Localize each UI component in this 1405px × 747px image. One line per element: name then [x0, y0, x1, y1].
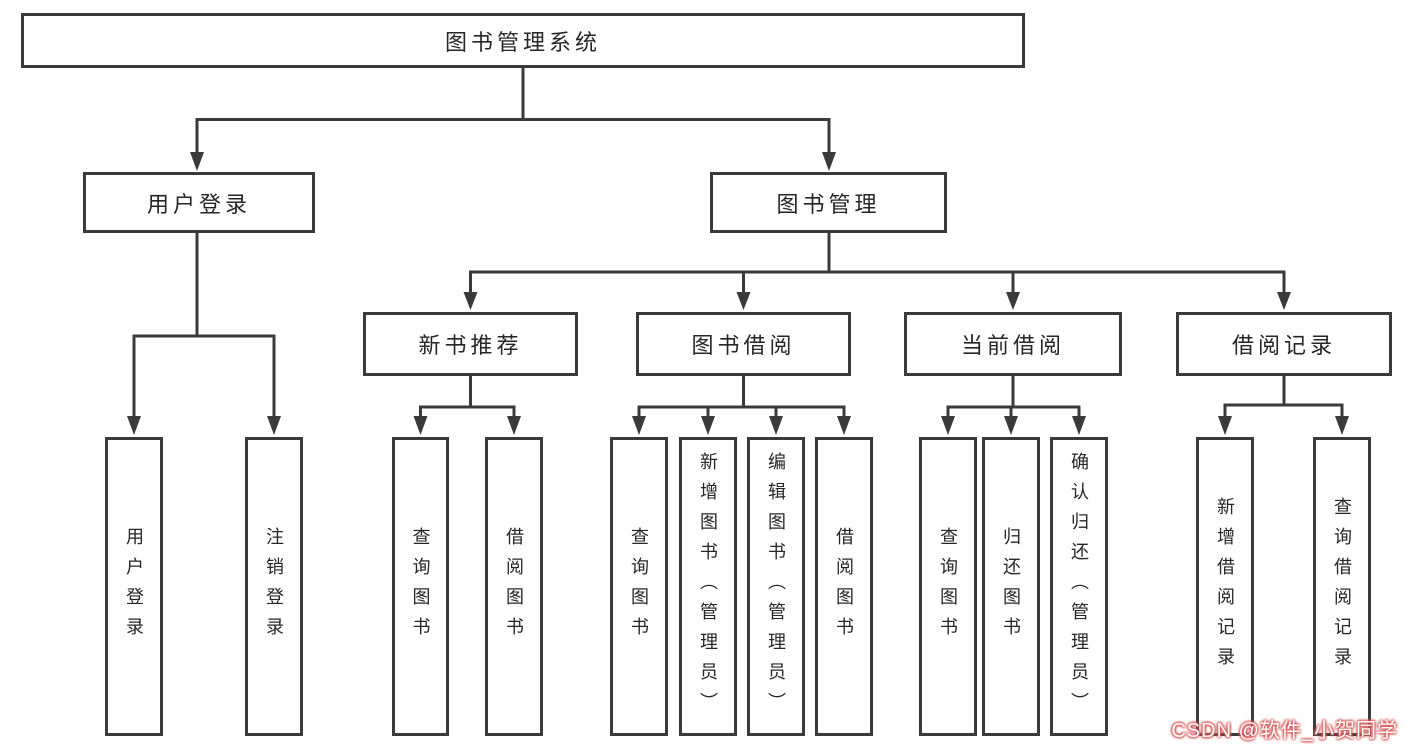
arrowhead-icon [1004, 416, 1018, 435]
node-leaf-query-book-2-label: 查询图书 [629, 526, 649, 647]
node-leaf-borrow-book-1: 借阅图书 [485, 437, 543, 736]
node-leaf-query-borrow-record-label: 查询借阅记录 [1332, 496, 1352, 677]
connector-current-borrow-group [941, 376, 1086, 435]
node-new-book-rec: 新书推荐 [363, 312, 578, 376]
arrowhead-icon [941, 416, 955, 435]
arrowhead-icon [1072, 416, 1086, 435]
node-leaf-edit-book: 编辑图书（管理员） [747, 437, 805, 736]
connector-book-mgmt-to-level3 [463, 233, 1291, 310]
arrowhead-icon [1218, 416, 1232, 435]
node-leaf-add-book-label: 新增图书（管理员） [698, 451, 718, 722]
arrowhead-icon [413, 416, 428, 435]
arrowhead-icon [507, 416, 521, 435]
node-leaf-borrow-book-1-label: 借阅图书 [504, 526, 524, 647]
node-current-borrow-label: 当前借阅 [960, 333, 1065, 358]
node-current-borrow: 当前借阅 [904, 312, 1122, 376]
node-leaf-add-borrow-record: 新增借阅记录 [1196, 437, 1254, 736]
arrowhead-icon [267, 416, 281, 435]
node-root: 图书管理系统 [21, 13, 1025, 68]
node-leaf-query-book-1: 查询图书 [392, 437, 449, 736]
arrowhead-icon [190, 152, 204, 171]
node-leaf-query-book-3: 查询图书 [919, 437, 977, 736]
arrowhead-icon [837, 416, 851, 435]
node-leaf-query-borrow-record: 查询借阅记录 [1313, 437, 1371, 736]
node-leaf-query-book-1-label: 查询图书 [410, 526, 431, 647]
node-new-book-rec-label: 新书推荐 [418, 333, 523, 358]
connector-book-borrow-group [632, 376, 851, 435]
connector-root-to-level2 [190, 68, 836, 171]
arrowhead-icon [736, 292, 751, 310]
node-book-borrow: 图书借阅 [636, 312, 851, 376]
node-leaf-logout-label: 注销登录 [264, 526, 284, 647]
node-leaf-confirm-return-label: 确认归还（管理员） [1069, 451, 1089, 722]
arrowhead-icon [769, 416, 783, 435]
node-leaf-user-login-label: 用户登录 [124, 526, 144, 647]
connector-borrow-records-group [1218, 376, 1349, 435]
connector-user-login-group [127, 233, 281, 435]
arrowhead-icon [1335, 416, 1349, 435]
arrowhead-icon [127, 416, 141, 435]
node-leaf-return-book-label: 归还图书 [1001, 526, 1021, 647]
node-leaf-user-login: 用户登录 [105, 437, 163, 736]
node-book-borrow-label: 图书借阅 [691, 333, 796, 358]
arrowhead-icon [1006, 292, 1020, 310]
node-book-mgmt: 图书管理 [710, 172, 947, 233]
node-leaf-confirm-return: 确认归还（管理员） [1050, 437, 1108, 736]
node-leaf-borrow-book-2: 借阅图书 [815, 437, 873, 736]
arrowhead-icon [463, 292, 478, 310]
node-borrow-records-label: 借阅记录 [1231, 333, 1336, 358]
node-user-login-label: 用户登录 [146, 191, 251, 217]
node-leaf-edit-book-label: 编辑图书（管理员） [766, 451, 786, 722]
arrowhead-icon [632, 416, 646, 435]
node-leaf-return-book: 归还图书 [982, 437, 1040, 736]
node-leaf-borrow-book-2-label: 借阅图书 [834, 526, 854, 647]
connector-new-book-rec-group [413, 376, 521, 435]
node-borrow-records: 借阅记录 [1176, 312, 1392, 376]
arrowhead-icon [701, 416, 715, 435]
node-root-label: 图书管理系统 [444, 29, 601, 55]
csdn-watermark: CSDN @软件_小贺同学 [1171, 720, 1398, 742]
arrowhead-icon [822, 152, 836, 171]
node-leaf-logout: 注销登录 [245, 437, 303, 736]
node-user-login: 用户登录 [83, 172, 315, 233]
arrowhead-icon [1277, 292, 1291, 310]
node-leaf-add-book: 新增图书（管理员） [679, 437, 737, 736]
node-book-mgmt-label: 图书管理 [776, 191, 881, 217]
node-leaf-add-borrow-record-label: 新增借阅记录 [1215, 496, 1235, 677]
node-leaf-query-book-2: 查询图书 [610, 437, 668, 736]
node-leaf-query-book-3-label: 查询图书 [938, 526, 958, 647]
